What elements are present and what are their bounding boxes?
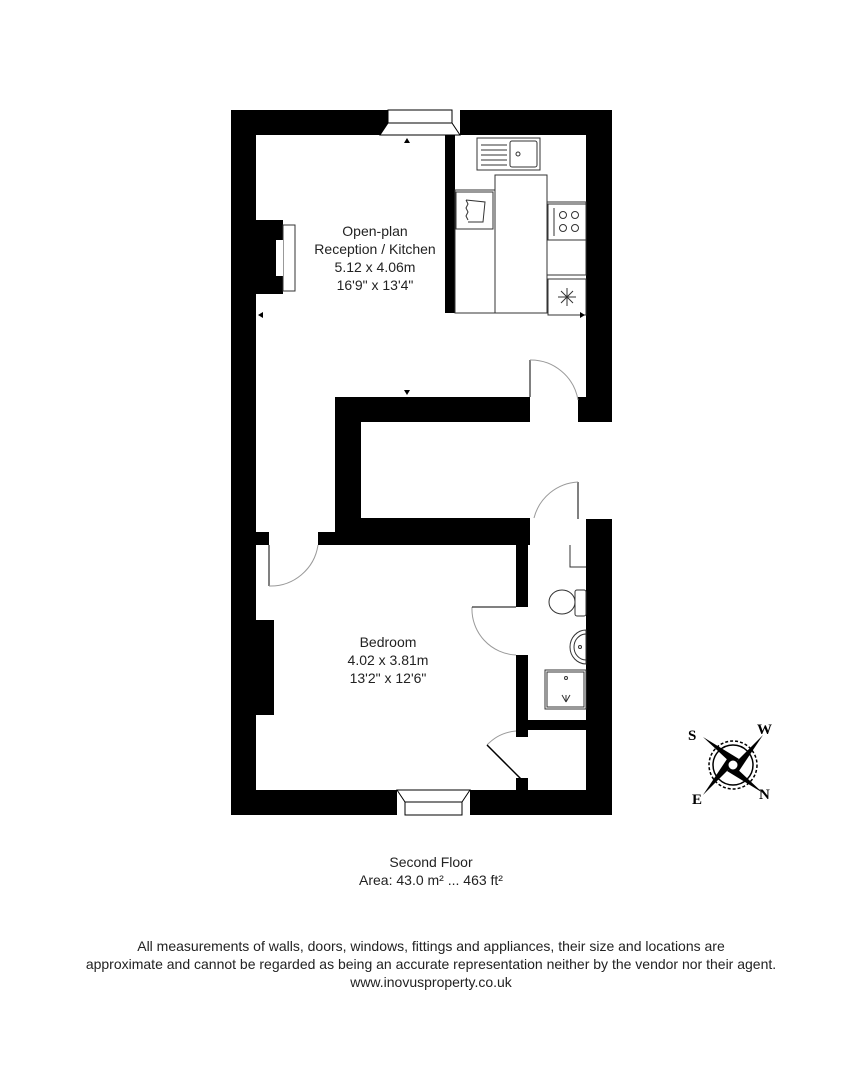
doors <box>268 359 579 781</box>
compass-label-s: S <box>688 728 696 744</box>
wall-bedroom-top <box>318 532 530 545</box>
room-name-line1: Open-plan <box>342 223 408 239</box>
compass-label-e: E <box>692 792 702 808</box>
room-name: Bedroom <box>359 634 417 650</box>
wall-landing-bottom <box>335 518 530 532</box>
door-bathroom <box>471 606 517 656</box>
fridge <box>547 278 587 316</box>
door-cupboard <box>486 730 517 746</box>
wall-right-upper <box>586 110 612 422</box>
snowflake-icon <box>558 288 576 306</box>
disclaimer-line1: All measurements of walls, doors, window… <box>137 938 725 954</box>
measurement-markers <box>258 138 585 395</box>
fireplace-hearth <box>282 224 296 292</box>
wall-right-lower <box>586 519 612 815</box>
agent-website: www.inovusproperty.co.uk <box>350 974 512 990</box>
compass-label-n: N <box>759 787 770 803</box>
compass-icon: S W E N <box>688 722 772 808</box>
wall-bedroom-top-stub <box>256 532 269 545</box>
wall-bathroom-divider-lower <box>516 655 528 737</box>
wall-cupboard-top <box>516 720 586 730</box>
window-bottom <box>396 789 471 816</box>
compass-label-w: W <box>757 722 772 738</box>
floor-area: Area: 43.0 m² ... 463 ft² <box>359 872 503 888</box>
wall-bottom-left <box>231 790 397 815</box>
bedroom-chimney-breast <box>256 620 274 715</box>
wall-cupboard-stub <box>516 778 528 790</box>
wall-left <box>231 110 256 815</box>
room-dimensions-metric: 5.12 x 4.06m <box>334 259 416 275</box>
toilet-cistern <box>574 589 587 617</box>
wall-kitchen-partition <box>445 135 455 313</box>
compass-rose: S W E N <box>683 718 783 818</box>
room-label-bedroom: Bedroom 4.02 x 3.81m 13'2" x 12'6" <box>318 633 458 687</box>
bathroom-fittings <box>544 545 587 710</box>
room-dimensions-imperial: 16'9" x 13'4" <box>336 277 414 293</box>
walls <box>231 110 612 815</box>
wall-reception-bottom <box>335 397 530 422</box>
shower-tray <box>544 669 587 710</box>
kitchen-island <box>494 174 548 314</box>
wall-top-left <box>231 110 388 135</box>
window-top <box>379 109 461 136</box>
wall-bottom-right <box>470 790 612 815</box>
disclaimer: All measurements of walls, doors, window… <box>0 937 862 991</box>
disclaimer-line2: approximate and cannot be regarded as be… <box>85 956 777 972</box>
floor-caption: Second Floor Area: 43.0 m² ... 463 ft² <box>0 853 862 889</box>
floor-name: Second Floor <box>389 854 473 870</box>
bathroom-cabinet <box>569 545 586 568</box>
room-name-line2: Reception / Kitchen <box>314 241 436 257</box>
wall-reception-bottom-right <box>578 397 588 422</box>
room-dimensions-metric: 4.02 x 3.81m <box>347 652 429 668</box>
wall-bathroom-divider-upper <box>516 545 528 607</box>
room-dimensions-imperial: 13'2" x 12'6" <box>349 670 427 686</box>
toilet-bowl <box>548 589 576 615</box>
kitchen-fittings <box>454 137 587 316</box>
room-label-reception-kitchen: Open-plan Reception / Kitchen 5.12 x 4.0… <box>300 222 450 294</box>
fireplace-opening <box>276 240 283 276</box>
